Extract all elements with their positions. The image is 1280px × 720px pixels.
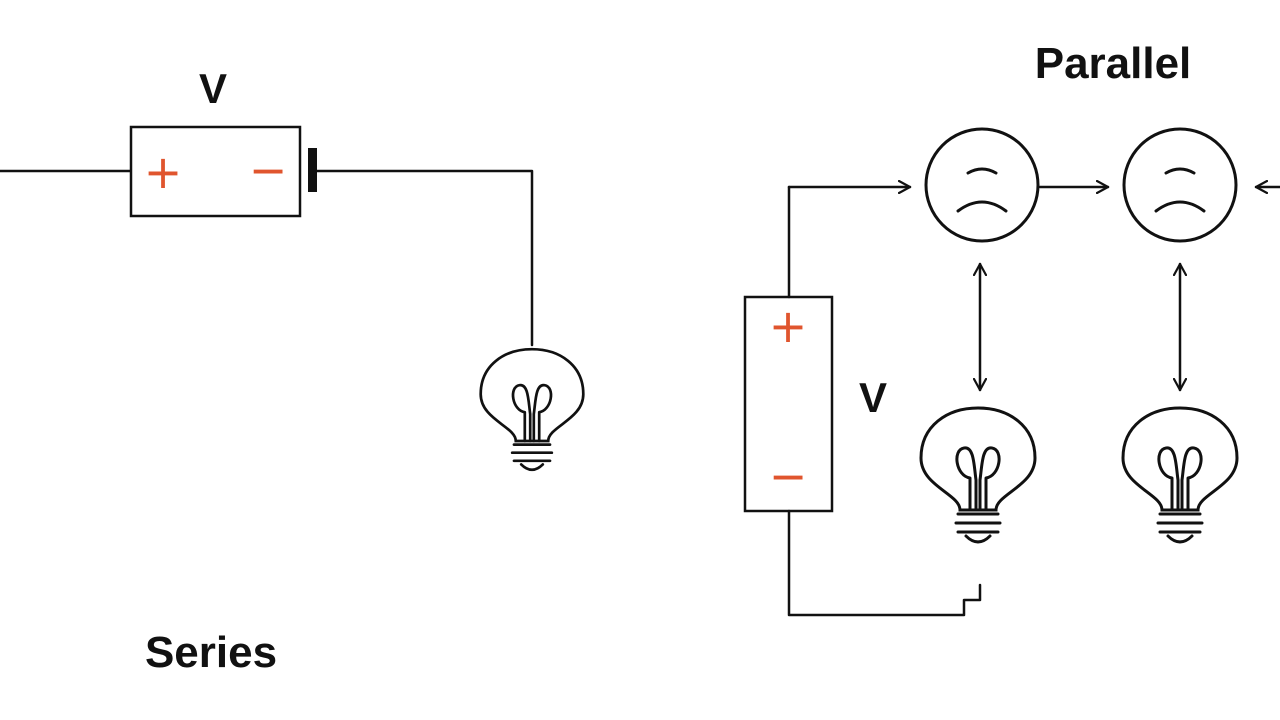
- face-icon-2: [1122, 127, 1238, 243]
- series-minus-sign: −: [249, 143, 288, 197]
- parallel-bulb-icon-2: [1121, 406, 1239, 544]
- parallel-plus-sign: +: [769, 299, 808, 353]
- face-icon-1: [924, 127, 1040, 243]
- series-battery: [129, 125, 317, 218]
- series-circuit: V + − Series: [0, 65, 585, 677]
- series-plus-sign: +: [144, 145, 183, 199]
- series-wire-right: [315, 169, 534, 347]
- parallel-circuit: Parallel + − V: [743, 39, 1280, 617]
- parallel-battery: [743, 295, 834, 513]
- parallel-title: Parallel: [1035, 39, 1192, 88]
- series-bulb-icon: [479, 347, 585, 472]
- parallel-wire-bottom: [787, 509, 982, 617]
- parallel-minus-sign: −: [769, 449, 808, 503]
- parallel-voltage-label: V: [859, 374, 887, 421]
- parallel-bulb-icon-1: [919, 406, 1037, 544]
- series-title: Series: [145, 628, 277, 677]
- series-voltage-label: V: [199, 65, 227, 112]
